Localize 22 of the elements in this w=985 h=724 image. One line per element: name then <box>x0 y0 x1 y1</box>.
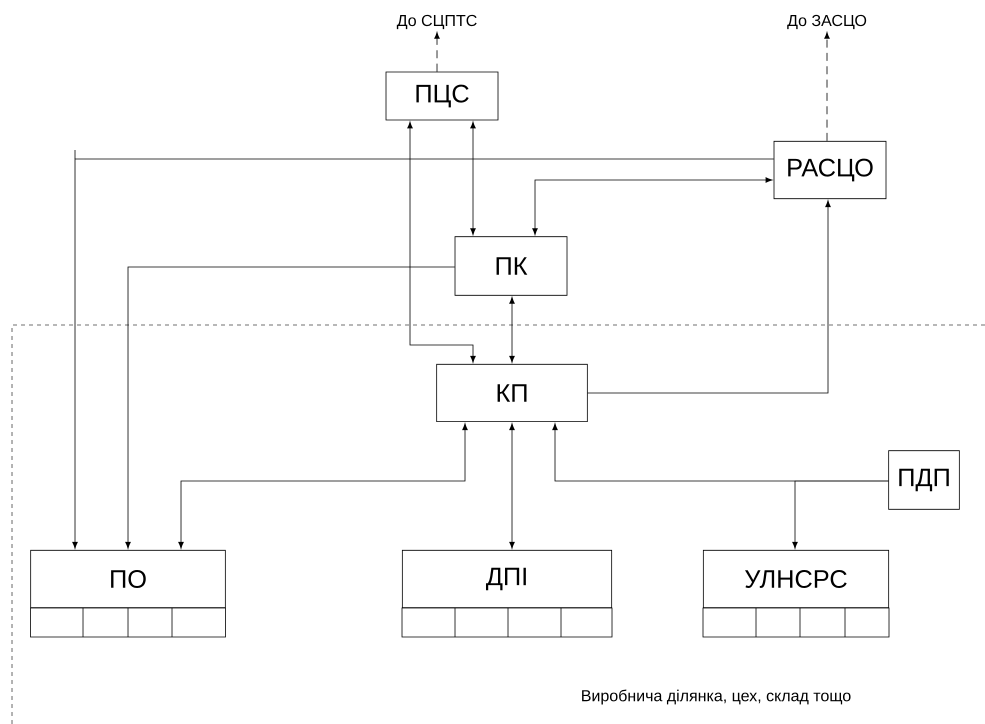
arrow <box>532 177 772 236</box>
arrow <box>824 32 830 142</box>
arrow <box>178 423 468 549</box>
unit-box: ДПІ <box>402 550 612 638</box>
process-box: КП <box>436 364 588 422</box>
arrow <box>587 200 831 394</box>
process-box: ПЦС <box>386 72 498 120</box>
unit-box: УЛНСРС <box>702 550 890 638</box>
process-box: ПДП <box>888 450 960 510</box>
arrow <box>509 296 515 363</box>
arrow <box>792 480 889 549</box>
arrow <box>407 122 476 363</box>
label-text: До ЗАСЦО <box>787 14 866 30</box>
label-text: До СЦПТС <box>396 14 477 30</box>
process-box: ПК <box>454 236 568 296</box>
arrow <box>509 423 515 549</box>
unit-box: ПО <box>30 550 226 638</box>
arrow <box>434 32 440 72</box>
arrow <box>470 122 476 236</box>
process-box: РАСЦО <box>774 140 886 200</box>
arrow <box>72 158 774 549</box>
arrow <box>125 266 455 549</box>
